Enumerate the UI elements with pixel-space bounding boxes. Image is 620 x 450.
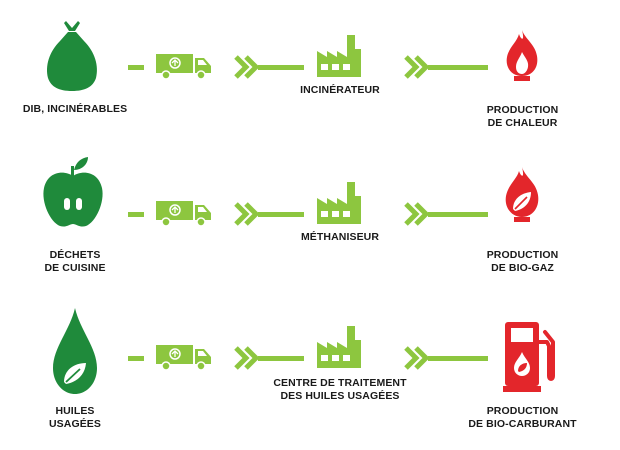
source-label: HUILES USAGÉES [48, 405, 102, 430]
apple-icon [43, 157, 103, 227]
flow-connector [128, 55, 488, 79]
flow-row-incineration: DIB, INCINÉRABLES INCINÉRATEUR [0, 0, 620, 140]
output-label: PRODUCTION DE BIO-CARBURANT [468, 405, 577, 430]
output-label: PRODUCTION DE BIO-GAZ [486, 249, 559, 274]
oil-drop-icon [53, 308, 97, 394]
truck-icon [156, 201, 211, 227]
truck-icon [156, 54, 211, 80]
factory-icon [317, 326, 361, 368]
fuel-pump-icon [503, 322, 555, 392]
leaf-flame-icon [505, 167, 539, 222]
factory-icon [317, 35, 361, 77]
factory-icon [317, 182, 361, 224]
flow-connector [128, 202, 488, 226]
flow-row-oil-treatment: HUILES USAGÉES CENTRE DE TRAITEMENT [0, 300, 620, 440]
flow-connector [128, 346, 488, 370]
process-label: CENTRE DE TRAITEMENT DES HUILES USAGÉES [273, 377, 407, 402]
trash-bag-icon [47, 21, 97, 91]
flow-row-methanization: DÉCHETS DE CUISINE MÉTHANISEUR [0, 146, 620, 286]
process-label: INCINÉRATEUR [300, 84, 380, 96]
process-label: MÉTHANISEUR [300, 231, 380, 243]
output-label: PRODUCTION DE CHALEUR [486, 104, 559, 129]
truck-icon [156, 345, 211, 371]
flame-icon [506, 30, 538, 81]
source-label: DIB, INCINÉRABLES [22, 103, 128, 115]
source-label: DÉCHETS DE CUISINE [44, 249, 106, 274]
